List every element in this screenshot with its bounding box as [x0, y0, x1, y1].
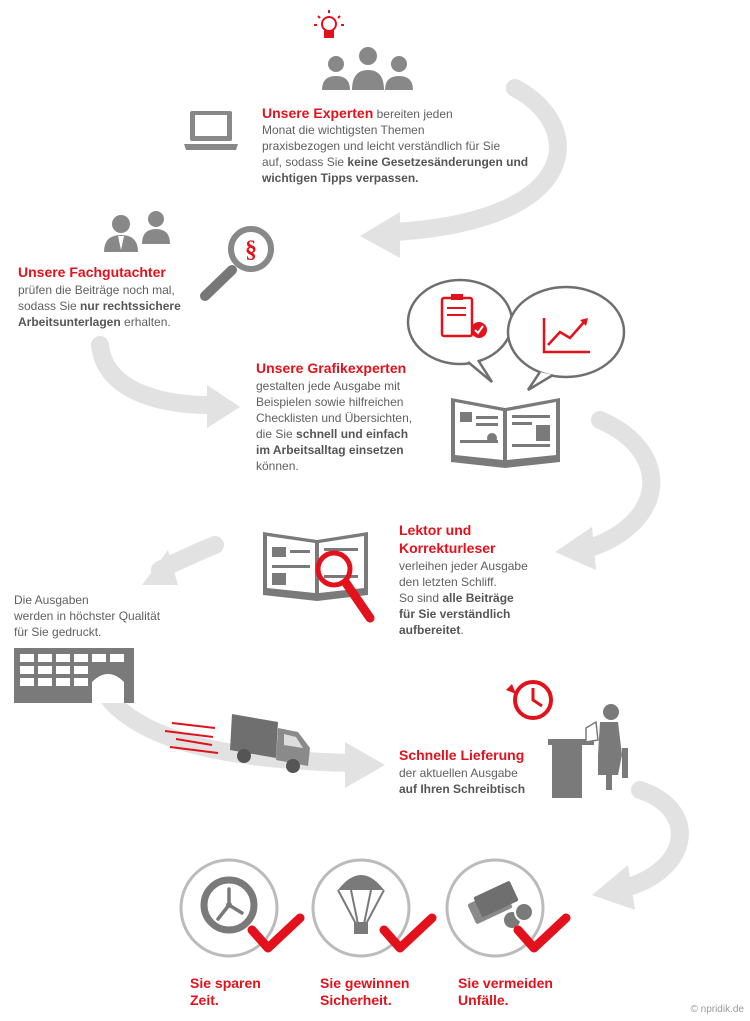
benefit-safety-label: Sie gewinnen Sicherheit. — [320, 975, 410, 1008]
benefit-accidents — [445, 858, 571, 958]
flow-arrow-3-head — [555, 527, 596, 570]
check-mark-3 — [513, 913, 571, 953]
check-mark-1 — [247, 913, 305, 953]
flow-arrow-4-head — [142, 550, 178, 585]
flow-arrow-1 — [386, 79, 567, 241]
timer-icon — [506, 680, 553, 720]
laptop-icon — [184, 111, 238, 150]
experts-heading: Unsere Experten — [262, 105, 374, 121]
flow-arrow-5-head — [345, 742, 385, 788]
flow-arrow-2 — [91, 336, 219, 414]
flow-arrow-1-head — [360, 212, 400, 258]
flow-arrow-2-head — [207, 385, 240, 428]
money-icon — [467, 881, 534, 930]
benefit-time-label: Sie sparen Zeit. — [190, 975, 261, 1008]
proofreader-heading-2: Korrekturleser — [399, 540, 496, 556]
flow-arrow-6 — [616, 781, 689, 897]
experts-group-icon — [322, 47, 413, 90]
parachute-icon — [337, 875, 385, 934]
chart-bubble-icon — [506, 285, 626, 392]
open-magazine-icon — [451, 398, 560, 468]
printing-press-icon — [14, 648, 134, 703]
paragraph-magnifier-icon: § — [200, 226, 274, 301]
proofread-magazine-icon — [263, 532, 375, 623]
clock-icon — [200, 876, 258, 934]
benefit-accidents-label: Sie vermeiden Unfälle. — [458, 975, 553, 1008]
desk-worker-icon — [548, 704, 628, 798]
delivery-text: Schnelle Lieferung der aktuellen Ausgabe… — [399, 746, 559, 797]
reviewers-heading: Unsere Fachgutachter — [18, 264, 166, 280]
print-text: Die Ausgaben werden in höchster Qualität… — [14, 593, 161, 639]
benefit-time — [179, 858, 305, 958]
proofreader-heading-1: Lektor und — [399, 522, 472, 538]
flow-arrow-3 — [581, 411, 661, 557]
benefit-safety — [311, 858, 437, 958]
svg-text:§: § — [245, 237, 257, 263]
checklist-bubble-icon — [406, 278, 514, 383]
proofreader-text: Lektor und Korrekturleser verleihen jede… — [399, 521, 559, 638]
experts-text: Unsere Experten bereiten jeden Monat die… — [262, 105, 529, 185]
flow-arrow-5 — [101, 691, 359, 772]
flow-arrow-6-head — [592, 865, 635, 910]
check-mark-2 — [379, 913, 437, 953]
reviewers-group-icon — [104, 211, 170, 252]
delivery-heading: Schnelle Lieferung — [399, 747, 525, 763]
delivery-truck-icon — [164, 714, 310, 773]
copyright-note: © npridik.de — [690, 1004, 744, 1015]
graphics-heading: Unsere Grafikexperten — [256, 360, 407, 376]
graphics-text: Unsere Grafikexperten gestalten jede Aus… — [256, 359, 436, 474]
lightbulb-icon — [314, 10, 344, 38]
reviewers-text: Unsere Fachgutachter prüfen die Beiträge… — [18, 263, 218, 330]
